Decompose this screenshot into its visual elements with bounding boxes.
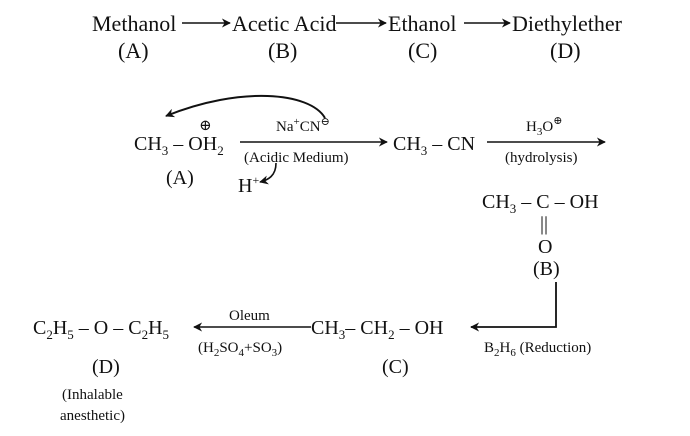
methanol-name: Methanol [92, 11, 176, 36]
acetic-acid-formula: CH3 – C – OH [482, 191, 599, 216]
label-c: (C) [382, 356, 409, 378]
note-inhalable: (Inhalable [62, 387, 123, 403]
oleum-step: Oleum (H2SO4+SO3) [193, 308, 311, 359]
oplus-charge: ⊕ [199, 118, 212, 134]
acidic-medium-condition: (Acidic Medium) [244, 150, 349, 166]
carbonyl-double-bond: || [540, 213, 548, 235]
oleum-reagent: Oleum [229, 308, 270, 324]
leaving-proton: H+ [238, 173, 259, 197]
curved-attack-arrow [165, 95, 326, 119]
hydrolysis-condition: (hydrolysis) [505, 150, 578, 166]
ethanol-formula: CH3– CH2 – OH [311, 317, 443, 342]
arrow-reduction [470, 282, 557, 332]
top-label-d: (D) [550, 38, 581, 63]
label-a: (A) [166, 167, 194, 189]
note-anesthetic: anesthetic) [60, 408, 125, 424]
label-b: (B) [533, 258, 560, 280]
reaction-1: ⊕ CH3 – OH2 (A) Na+CN⊖ (Acidic Medium) H… [134, 95, 388, 197]
ethanol-name: Ethanol [388, 11, 456, 36]
protonated-methanol: CH3 – OH2 [134, 133, 224, 158]
sodium-cyanide: Na+CN⊖ [276, 116, 330, 135]
diethylether-name: Diethylether [512, 11, 623, 36]
diethyl-ether-structure: C2H5 – O – C2H5 (D) (Inhalable anestheti… [33, 317, 169, 424]
carbonyl-oxygen: O [538, 236, 552, 258]
proton-leaving-arrow [259, 162, 277, 185]
acetic-acid-structure: CH3 – C – OH || O (B) [482, 191, 599, 280]
ethanol-structure: CH3– CH2 – OH (C) [311, 317, 443, 378]
sulfuric-acid-condition: (H2SO4+SO3) [198, 340, 282, 359]
diborane-reduction: B2H6 (Reduction) [484, 340, 591, 359]
hydronium-reagent: H3O⊕ [526, 115, 562, 138]
acetic-acid-name: Acetic Acid [232, 11, 336, 36]
top-label-a: (A) [118, 38, 149, 63]
reaction-2: CH3 – CN H3O⊕ (hydrolysis) [393, 115, 606, 166]
top-label-b: (B) [268, 38, 297, 63]
top-scheme: Methanol Acetic Acid Ethanol Diethylethe… [92, 11, 623, 63]
diethyl-ether-formula: C2H5 – O – C2H5 [33, 317, 169, 342]
reduction-path: B2H6 (Reduction) [470, 282, 591, 359]
label-d: (D) [92, 356, 120, 378]
acetonitrile: CH3 – CN [393, 133, 475, 158]
top-label-c: (C) [408, 38, 437, 63]
